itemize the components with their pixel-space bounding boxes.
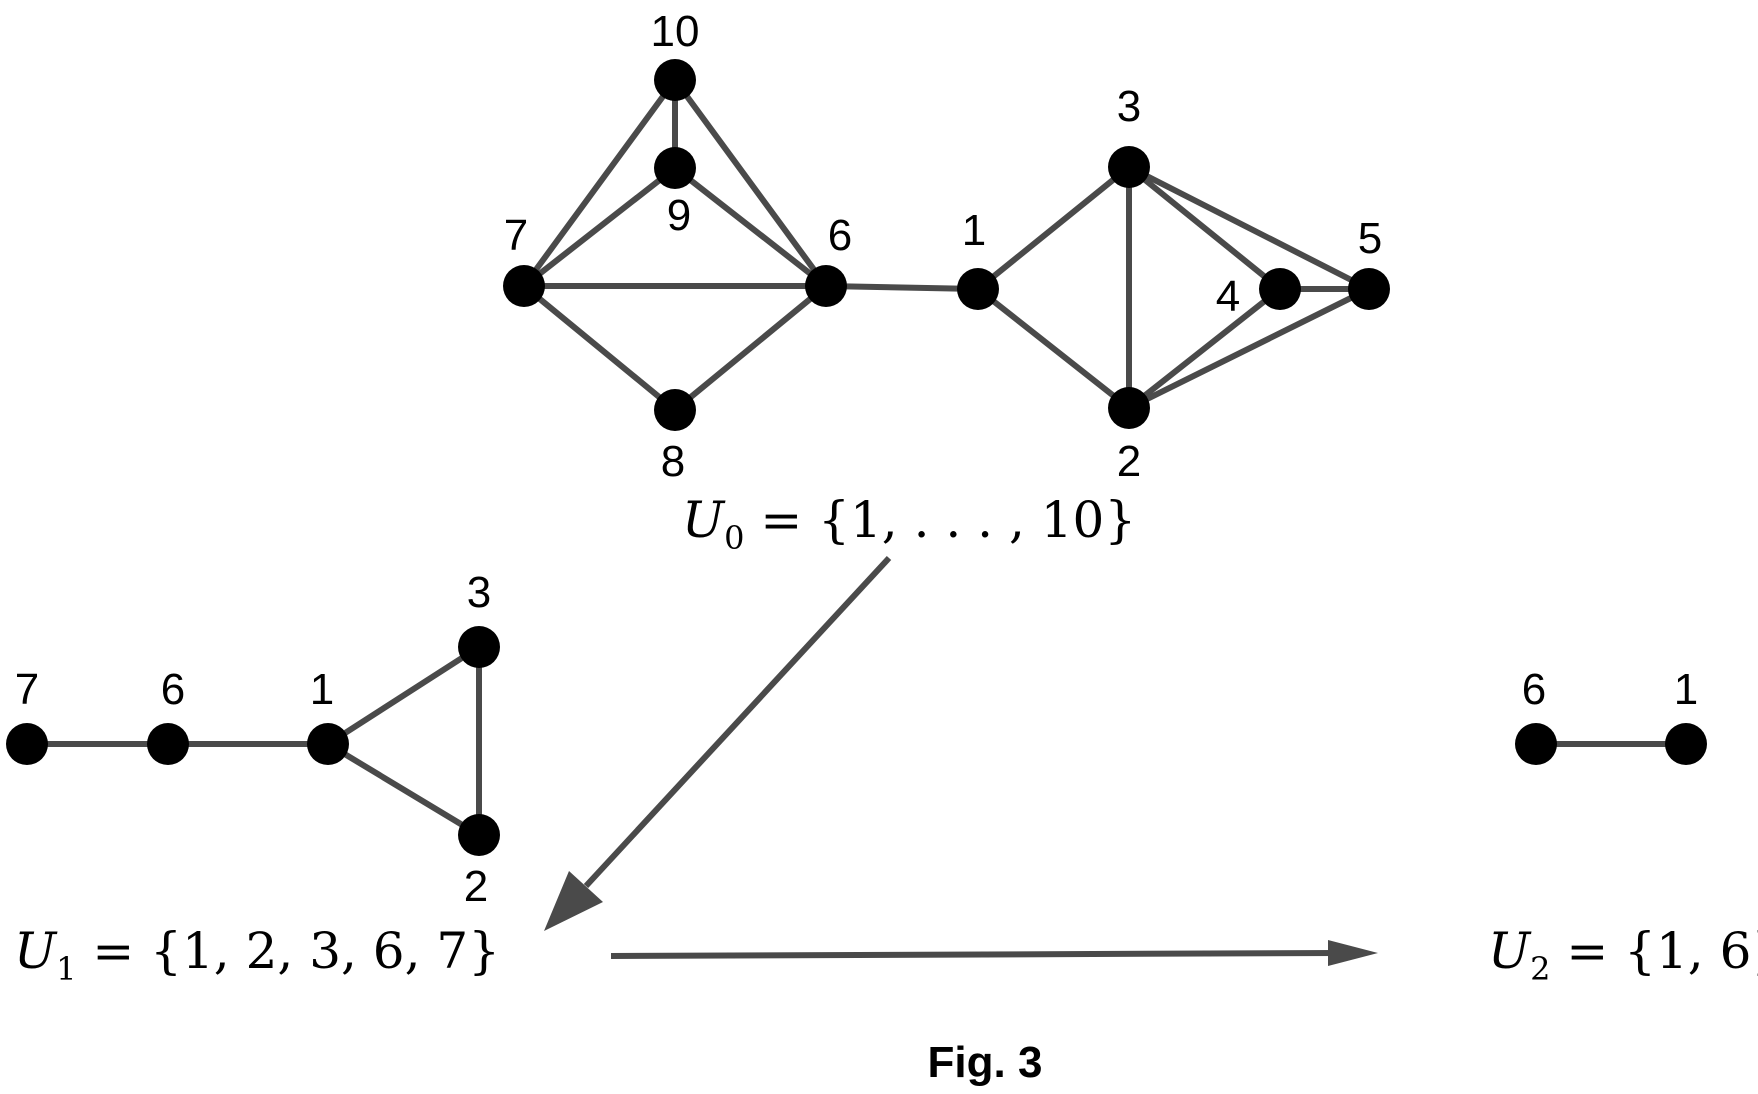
g0-node-1 bbox=[957, 268, 999, 310]
g1-node-3-label: 3 bbox=[467, 568, 491, 617]
g0-node-2-label: 2 bbox=[1117, 437, 1141, 486]
g0-edge-1-3 bbox=[975, 164, 1132, 292]
g0-node-2 bbox=[1108, 387, 1150, 429]
g0-node-9-label: 9 bbox=[667, 191, 691, 240]
g2-node-6 bbox=[1515, 723, 1557, 765]
g1-node-7-label: 7 bbox=[15, 665, 39, 714]
g0-node-9 bbox=[654, 147, 696, 189]
g0-node-1-label: 1 bbox=[962, 206, 986, 255]
g0-node-5-label: 5 bbox=[1358, 214, 1382, 263]
nodes-layer bbox=[6, 59, 1707, 856]
g0-edge-8-6 bbox=[672, 283, 829, 413]
g0-node-5 bbox=[1348, 268, 1390, 310]
g1-node-1-label: 1 bbox=[310, 665, 334, 714]
g1-node-7 bbox=[6, 723, 48, 765]
g0-node-6-label: 6 bbox=[828, 211, 852, 260]
edges-layer bbox=[24, 77, 1689, 838]
set-u1-label: U1 = {1, 2, 3, 6, 7} bbox=[14, 922, 500, 988]
g0-edge-3-4 bbox=[1126, 164, 1283, 292]
g0-edge-2-5 bbox=[1126, 286, 1372, 411]
g0-node-7-label: 7 bbox=[504, 211, 528, 260]
g1-node-6 bbox=[147, 723, 189, 765]
g2-node-1-label: 1 bbox=[1674, 665, 1698, 714]
g0-edge-9-6 bbox=[672, 165, 829, 289]
arrow-u1-to-u2 bbox=[610, 940, 1378, 966]
g0-edge-6-1 bbox=[823, 283, 981, 292]
g1-node-1 bbox=[307, 723, 349, 765]
g2-node-6-label: 6 bbox=[1522, 665, 1546, 714]
g1-node-2 bbox=[458, 814, 500, 856]
g0-node-4 bbox=[1259, 268, 1301, 310]
g0-node-7 bbox=[503, 265, 545, 307]
g2-node-1 bbox=[1665, 723, 1707, 765]
g1-node-3 bbox=[458, 626, 500, 668]
arrow-u0-to-u1 bbox=[544, 555, 892, 931]
g0-edge-2-4 bbox=[1126, 286, 1283, 411]
g0-edge-3-5 bbox=[1126, 164, 1372, 292]
g0-edge-10-7 bbox=[521, 77, 678, 289]
g0-node-8 bbox=[654, 389, 696, 431]
g0-node-10 bbox=[654, 59, 696, 101]
set-u2-label: U2 = {1, 6} bbox=[1488, 922, 1758, 988]
node-labels-layer: 1 2 3 4 5 6 7 8 9 10 7 6 1 3 2 6 1 bbox=[15, 7, 1698, 911]
g0-node-3 bbox=[1108, 146, 1150, 188]
g1-node-6-label: 6 bbox=[161, 665, 185, 714]
g0-node-4-label: 4 bbox=[1216, 272, 1240, 321]
g0-node-3-label: 3 bbox=[1117, 82, 1141, 131]
g0-node-10-label: 10 bbox=[651, 7, 700, 56]
g1-edge-1-3 bbox=[325, 644, 482, 747]
figure-caption: Fig. 3 bbox=[928, 1038, 1043, 1087]
g0-edge-7-8 bbox=[521, 283, 678, 413]
g0-edge-10-6 bbox=[672, 77, 829, 289]
g0-edge-1-2 bbox=[975, 286, 1132, 411]
g1-node-2-label: 2 bbox=[464, 862, 488, 911]
g0-node-6 bbox=[805, 265, 847, 307]
g0-edge-9-7 bbox=[521, 165, 678, 289]
g1-edge-1-2 bbox=[325, 741, 482, 838]
g0-node-8-label: 8 bbox=[661, 437, 685, 486]
set-u0-label: U0 = {1, . . . , 10} bbox=[682, 491, 1136, 557]
